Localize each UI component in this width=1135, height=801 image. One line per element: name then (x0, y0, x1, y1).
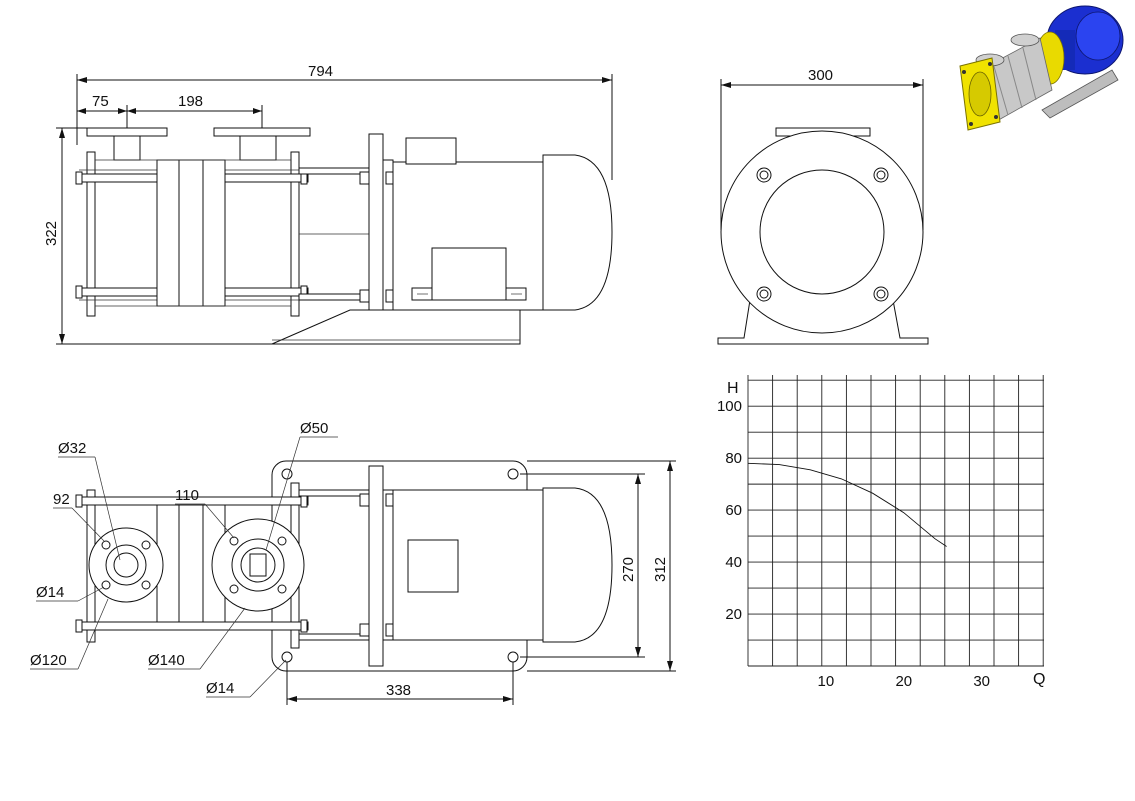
dim-flange-offset: 75 (92, 93, 109, 110)
chart-y-axis-label: H (727, 380, 739, 397)
chart-grid (747, 375, 1044, 667)
top-view: 338 270 312 Ø32 92 Ø14 Ø120 Ø50 110 (30, 420, 676, 705)
chart-y-tick-label: 100 (717, 398, 742, 415)
label-inlet-bore: Ø32 (58, 440, 86, 457)
dim-width: 300 (808, 67, 833, 84)
chart-y-tick-label: 80 (725, 450, 742, 467)
dim-overall-length: 794 (308, 63, 333, 80)
chart-y-tick-label: 20 (725, 606, 742, 623)
label-inlet-bolt-circle: 92 (53, 491, 70, 508)
label-outlet-bore: Ø50 (300, 420, 328, 437)
label-outlet-flange-dia: Ø140 (148, 652, 185, 669)
label-inlet-bolt-hole: Ø14 (36, 584, 64, 601)
chart-y-tick-label: 40 (725, 554, 742, 571)
chart-ticks: 20 40 60 80 100 10 20 30 (717, 398, 990, 690)
label-outlet-bolt-circle: 110 (175, 487, 199, 504)
chart-x-tick-label: 20 (895, 673, 912, 690)
chart-x-tick-label: 10 (818, 673, 835, 690)
chart-x-axis-label: Q (1033, 671, 1045, 688)
dim-height: 322 (43, 221, 60, 246)
side-view: 794 75 198 322 (43, 63, 613, 345)
label-base-hole: Ø14 (206, 680, 234, 697)
performance-chart: 20 40 60 80 100 10 20 30 H Q (717, 375, 1045, 690)
dim-base-inner-width: 270 (620, 557, 637, 582)
dim-flange-spacing: 198 (178, 93, 203, 110)
end-view: 300 (717, 67, 929, 345)
dim-base-outer-width: 312 (652, 557, 669, 582)
render-base (1041, 69, 1119, 119)
chart-curve-series (747, 462, 947, 547)
pump-3d-render (959, 5, 1124, 131)
chart-x-tick-label: 30 (973, 673, 990, 690)
chart-y-tick-label: 60 (725, 502, 742, 519)
label-inlet-flange-dia: Ø120 (30, 652, 67, 669)
dim-base-hole-spacing: 338 (386, 682, 411, 699)
